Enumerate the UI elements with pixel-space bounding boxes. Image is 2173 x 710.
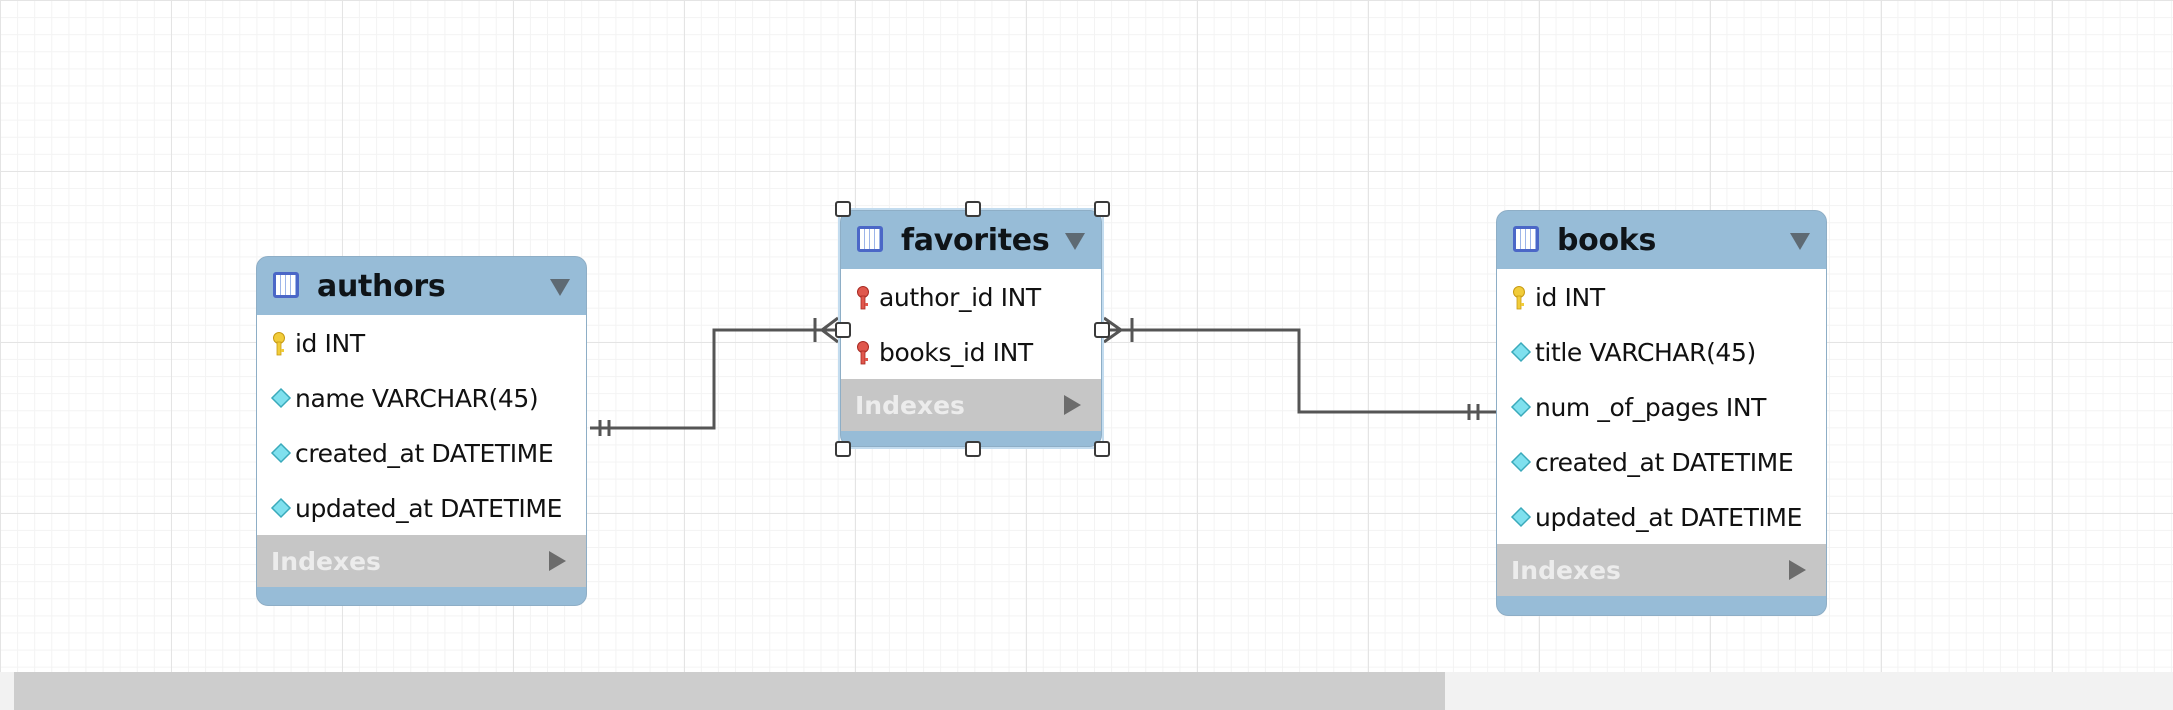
- column-list: author_id INT books_id INT: [841, 269, 1101, 379]
- favorites-crowfoot-left: [819, 316, 839, 344]
- column-row[interactable]: title VARCHAR(45): [1497, 324, 1826, 379]
- table-grid-icon: [1513, 226, 1539, 252]
- column-name: updated_at DATETIME: [295, 494, 562, 523]
- column-row[interactable]: created_at DATETIME: [257, 425, 586, 480]
- table-title: favorites: [901, 223, 1050, 258]
- table-books[interactable]: books id INT title VARCHAR(45) num _of_p…: [1496, 210, 1827, 616]
- triangle-right-icon[interactable]: [549, 551, 566, 571]
- table-grid-icon: [857, 226, 883, 252]
- caret-down-icon[interactable]: [1065, 233, 1085, 250]
- caret-down-icon[interactable]: [550, 279, 570, 296]
- resize-handle-bottom-left[interactable]: [835, 441, 851, 457]
- indexes-label: Indexes: [1511, 556, 1621, 585]
- table-favorites[interactable]: favorites author_id INT books_id INT Ind…: [840, 210, 1102, 447]
- indexes-section[interactable]: Indexes: [841, 379, 1101, 431]
- table-title: authors: [317, 269, 446, 304]
- column-name: num _of_pages INT: [1535, 393, 1767, 422]
- column-list: id INT title VARCHAR(45) num _of_pages I…: [1497, 269, 1826, 544]
- column-row[interactable]: books_id INT: [841, 324, 1101, 379]
- resize-handle-bottom[interactable]: [965, 441, 981, 457]
- cyan-diamond-icon: [1510, 341, 1532, 363]
- cyan-diamond-icon: [1510, 506, 1532, 528]
- cyan-diamond-icon: [1510, 396, 1532, 418]
- indexes-label: Indexes: [855, 391, 965, 420]
- column-name: id INT: [1535, 283, 1605, 312]
- column-name: books_id INT: [879, 338, 1033, 367]
- indexes-section[interactable]: Indexes: [1497, 544, 1826, 596]
- er-diagram-canvas[interactable]: authors id INT name VARCHAR(45) created_…: [0, 0, 2173, 672]
- yellow-key-icon: [273, 332, 285, 356]
- books-favorites-connector: [1105, 328, 1496, 414]
- cyan-diamond-icon: [270, 387, 292, 409]
- red-key-icon: [857, 341, 869, 365]
- triangle-right-icon[interactable]: [1789, 560, 1806, 580]
- table-header[interactable]: books: [1497, 211, 1826, 269]
- column-name: name VARCHAR(45): [295, 384, 539, 413]
- column-row[interactable]: updated_at DATETIME: [257, 480, 586, 535]
- red-key-icon: [857, 286, 869, 310]
- resize-handle-bottom-right[interactable]: [1094, 441, 1110, 457]
- table-grid-icon: [273, 272, 299, 298]
- relationship-lines: [590, 316, 1496, 436]
- column-row[interactable]: name VARCHAR(45): [257, 370, 586, 425]
- table-title: books: [1557, 223, 1657, 258]
- table-header[interactable]: authors: [257, 257, 586, 315]
- horizontal-scrollbar-thumb[interactable]: [14, 672, 1445, 710]
- caret-down-icon[interactable]: [1790, 233, 1810, 250]
- table-authors[interactable]: authors id INT name VARCHAR(45) created_…: [256, 256, 587, 606]
- table-header[interactable]: favorites: [841, 211, 1101, 269]
- column-name: updated_at DATETIME: [1535, 503, 1802, 532]
- cyan-diamond-icon: [270, 497, 292, 519]
- column-row[interactable]: id INT: [257, 315, 586, 370]
- column-name: created_at DATETIME: [1535, 448, 1794, 477]
- cyan-diamond-icon: [1510, 451, 1532, 473]
- indexes-label: Indexes: [271, 547, 381, 576]
- favorites-crowfoot-right: [1103, 316, 1124, 344]
- column-list: id INT name VARCHAR(45) created_at DATET…: [257, 315, 586, 535]
- column-name: id INT: [295, 329, 365, 358]
- column-row[interactable]: id INT: [1497, 269, 1826, 324]
- column-row[interactable]: author_id INT: [841, 269, 1101, 324]
- authors-favorites-connector: [590, 328, 837, 430]
- resize-handle-left[interactable]: [835, 322, 851, 338]
- resize-handle-top-left[interactable]: [835, 201, 851, 217]
- resize-handle-top[interactable]: [965, 201, 981, 217]
- column-name: created_at DATETIME: [295, 439, 554, 468]
- resize-handle-right[interactable]: [1094, 322, 1110, 338]
- yellow-key-icon: [1513, 286, 1525, 310]
- column-name: title VARCHAR(45): [1535, 338, 1756, 367]
- cyan-diamond-icon: [270, 442, 292, 464]
- indexes-section[interactable]: Indexes: [257, 535, 586, 587]
- column-name: author_id INT: [879, 283, 1041, 312]
- triangle-right-icon[interactable]: [1064, 395, 1081, 415]
- column-row[interactable]: updated_at DATETIME: [1497, 489, 1826, 544]
- column-row[interactable]: num _of_pages INT: [1497, 379, 1826, 434]
- resize-handle-top-right[interactable]: [1094, 201, 1110, 217]
- column-row[interactable]: created_at DATETIME: [1497, 434, 1826, 489]
